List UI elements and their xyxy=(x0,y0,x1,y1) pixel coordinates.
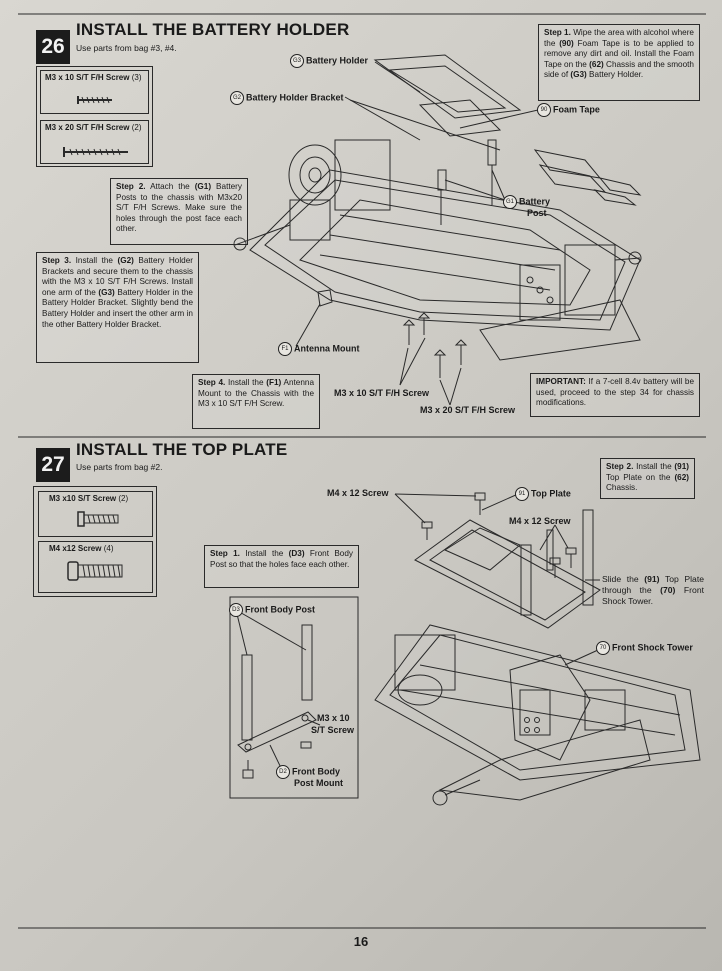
slide-top-plate-instruction: Slide the (91) Top Plate through the (70… xyxy=(602,574,704,606)
step-26-step2-box: Step 2. Attach the (G1) Battery Posts to… xyxy=(110,178,248,245)
step-26-number: 26 xyxy=(36,30,70,64)
step-27-title: INSTALL THE TOP PLATE xyxy=(76,440,288,459)
callout-m3x10-screw: M3 x 10 S/T F/H Screw xyxy=(334,388,430,398)
part-label: M3 x10 S/T Screw (2) xyxy=(49,494,129,503)
parts-cell-m4x12: M4 x12 Screw (4) xyxy=(38,541,153,593)
step-26-step3-box: Step 3. Install the (G2) Battery Holder … xyxy=(36,252,199,363)
battery-holder-chassis-drawing xyxy=(233,54,642,406)
callout-m3x10-screw-line2: S/T Screw xyxy=(311,725,355,735)
parts-cell-m3x10: M3 x10 S/T Screw (2) xyxy=(38,491,153,537)
parts-cell-m3x10: M3 x 10 S/T F/H Screw (3) xyxy=(40,70,149,114)
top-plate-chassis-drawing xyxy=(374,492,701,806)
callout-m3x20-screw: M3 x 20 S/T F/H Screw xyxy=(420,405,516,415)
step-26-subtitle: Use parts from bag #3, #4. xyxy=(76,43,177,53)
part-label: M3 x 20 S/T F/H Screw (2) xyxy=(45,123,142,132)
parts-icons-step27 xyxy=(67,511,123,581)
step-26-step4-box: Step 4. Install the (F1) Antenna Mount t… xyxy=(192,374,320,429)
callout-m4x12-screw-left: M4 x 12 Screw xyxy=(327,488,389,498)
callout-battery-post-line2: Post xyxy=(527,208,547,218)
step-26-parts-box: M3 x 10 S/T F/H Screw (3) M3 x 20 S/T F/… xyxy=(36,66,153,167)
step-27-number: 27 xyxy=(36,448,70,482)
step-26-title: INSTALL THE BATTERY HOLDER xyxy=(76,20,350,39)
parts-cell-m3x20: M3 x 20 S/T F/H Screw (2) xyxy=(40,120,149,164)
callout-front-body-post-mount-line2: Post Mount xyxy=(294,778,343,788)
step-27-step1-box: Step 1. Install the (D3) Front Body Post… xyxy=(204,545,359,588)
page-number: 16 xyxy=(353,934,369,949)
callout-m3x10-screw: M3 x 10 xyxy=(317,713,350,723)
front-body-post-inset-drawing xyxy=(229,596,359,799)
part-label: M4 x12 Screw (4) xyxy=(49,544,114,553)
important-note-box: IMPORTANT: If a 7-cell 8.4v battery will… xyxy=(530,373,700,417)
step-27-parts-box: M3 x10 S/T Screw (2) M4 x12 Screw (4) xyxy=(33,486,157,597)
callout-m4x12-screw-right: M4 x 12 Screw xyxy=(509,516,571,526)
part-label: M3 x 10 S/T F/H Screw (3) xyxy=(45,73,142,82)
step-27-step2-box: Step 2. Install the (91) Top Plate on th… xyxy=(600,458,695,499)
step-27-subtitle: Use parts from bag #2. xyxy=(76,462,163,472)
step-26-step1-box: Step 1. Wipe the area with alcohol where… xyxy=(538,24,700,101)
parts-icons-step26 xyxy=(63,96,128,157)
